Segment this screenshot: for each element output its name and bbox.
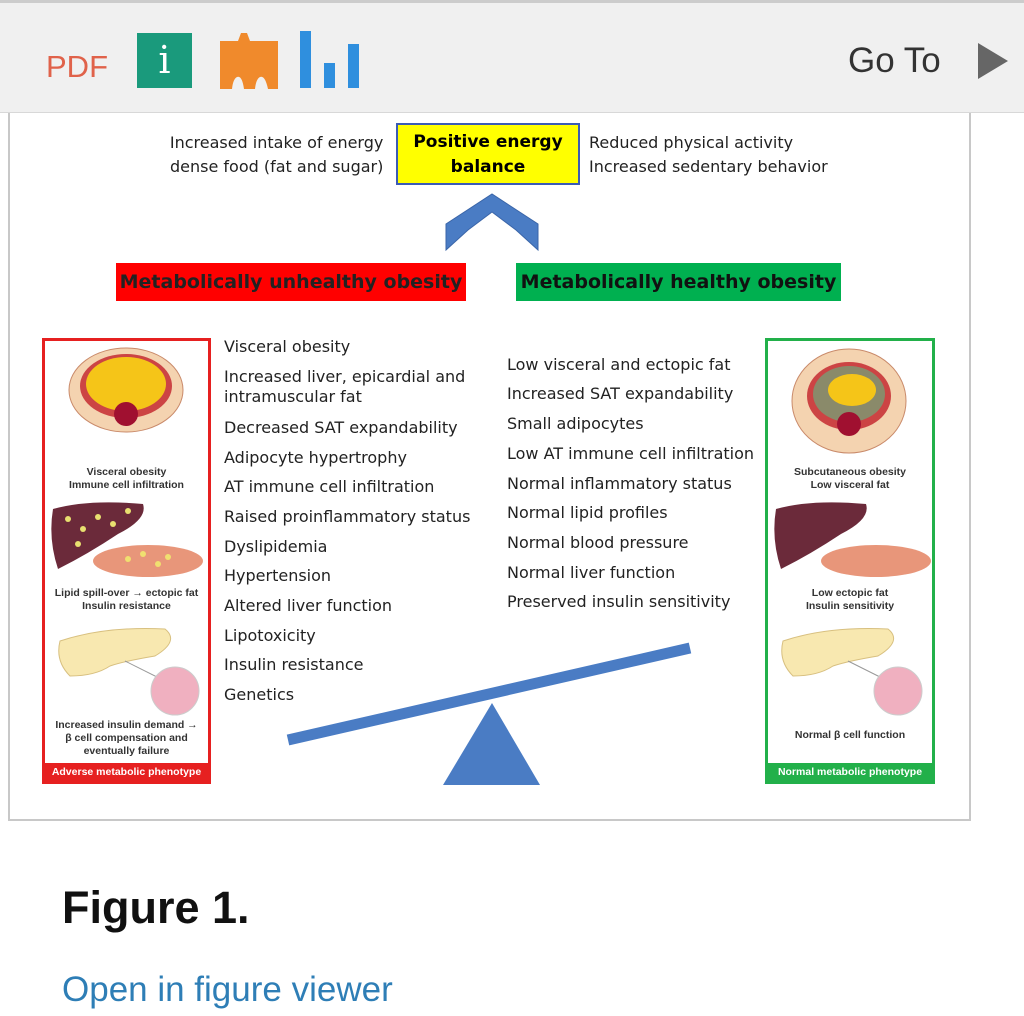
left-cause: Increased intake of energy dense food (fa… bbox=[168, 131, 384, 179]
text-line: Increased insulin demand → bbox=[55, 719, 198, 731]
text-line: balance bbox=[450, 157, 526, 177]
text-line: Increased sedentary behavior bbox=[589, 157, 828, 176]
list-item: AT immune cell infiltration bbox=[224, 477, 435, 496]
list-item: Normal inflammatory status bbox=[507, 474, 732, 493]
list-item: Normal lipid profiles bbox=[507, 503, 668, 522]
list-item: Low AT immune cell infiltration bbox=[507, 444, 755, 463]
figures-icon[interactable] bbox=[220, 33, 278, 89]
text-line: Lipid spill-over → ectopic fat bbox=[54, 587, 199, 599]
list-item: Increased SAT expandability bbox=[507, 384, 734, 403]
list-item: Raised proinflammatory status bbox=[224, 507, 471, 526]
text-line: dense food (fat and sugar) bbox=[170, 157, 384, 176]
text-line: Positive energy bbox=[413, 132, 563, 152]
caption: Normal β cell function bbox=[768, 729, 932, 742]
list-item: Increased liver, epicardial and bbox=[224, 367, 466, 386]
list-item: Preserved insulin sensitivity bbox=[507, 592, 731, 611]
pancreas-icon bbox=[781, 628, 923, 716]
text-line: Subcutaneous obesity bbox=[793, 466, 907, 478]
text-line: Insulin resistance bbox=[82, 600, 171, 612]
list-item: Adipocyte hypertrophy bbox=[224, 448, 407, 467]
list-item: Lipotoxicity bbox=[224, 626, 316, 645]
caption: Increased insulin demand →β cell compens… bbox=[45, 719, 208, 758]
text-line: Increased intake of energy bbox=[169, 133, 384, 152]
healthy-title: Metabolically healthy obesity bbox=[516, 263, 841, 301]
text-line: Insulin sensitivity bbox=[805, 600, 895, 612]
text-line: β cell compensation and bbox=[65, 732, 188, 744]
pdf-button[interactable]: PDF bbox=[46, 49, 108, 84]
abdomen-visceral-icon bbox=[68, 347, 184, 433]
list-item: Hypertension bbox=[224, 566, 332, 585]
toolbar: PDF i Go To bbox=[0, 0, 1024, 113]
liver-muscle-icon bbox=[774, 502, 931, 577]
text-line: eventually failure bbox=[83, 745, 170, 757]
pancreas-icon bbox=[58, 628, 200, 716]
figure-label: Figure 1. bbox=[62, 882, 250, 933]
text-line: Immune cell infiltration bbox=[69, 479, 184, 491]
go-to-button[interactable]: Go To bbox=[848, 41, 941, 80]
abdomen-subcutaneous-icon bbox=[791, 348, 907, 454]
list-item: Low visceral and ectopic fat bbox=[507, 355, 731, 374]
list-item: intramuscular fat bbox=[224, 387, 362, 406]
play-arrow-icon[interactable] bbox=[978, 43, 1010, 79]
unhealthy-title: Metabolically unhealthy obesity bbox=[116, 263, 466, 301]
panel-footer: Adverse metabolic phenotype bbox=[45, 763, 208, 781]
open-figure-viewer-link[interactable]: Open in figure viewer bbox=[62, 970, 393, 1009]
text-line: Low ectopic fat bbox=[811, 587, 889, 599]
list-item: Insulin resistance bbox=[224, 655, 364, 674]
metrics-icon[interactable] bbox=[300, 31, 362, 89]
list-item: Visceral obesity bbox=[224, 337, 351, 356]
positive-energy-balance-box: Positive energy balance bbox=[396, 123, 580, 185]
list-item: Dyslipidemia bbox=[224, 537, 328, 556]
split-arrow-icon bbox=[445, 193, 539, 252]
list-item: Normal liver function bbox=[507, 563, 676, 582]
info-button[interactable]: i bbox=[137, 33, 192, 88]
list-item: Genetics bbox=[224, 685, 295, 704]
liver-muscle-fatty-icon bbox=[51, 502, 203, 577]
text-line: Visceral obesity bbox=[86, 466, 167, 478]
list-item: Decreased SAT expandability bbox=[224, 418, 458, 437]
list-item: Altered liver function bbox=[224, 596, 393, 615]
text-line: Reduced physical activity bbox=[589, 133, 794, 152]
list-item: Normal blood pressure bbox=[507, 533, 689, 552]
text-line: Low visceral fat bbox=[810, 479, 890, 491]
balance-scale-icon bbox=[286, 642, 692, 785]
text-line: Normal β cell function bbox=[794, 729, 906, 741]
panel-footer: Normal metabolic phenotype bbox=[768, 763, 932, 781]
list-item: Small adipocytes bbox=[507, 414, 644, 433]
